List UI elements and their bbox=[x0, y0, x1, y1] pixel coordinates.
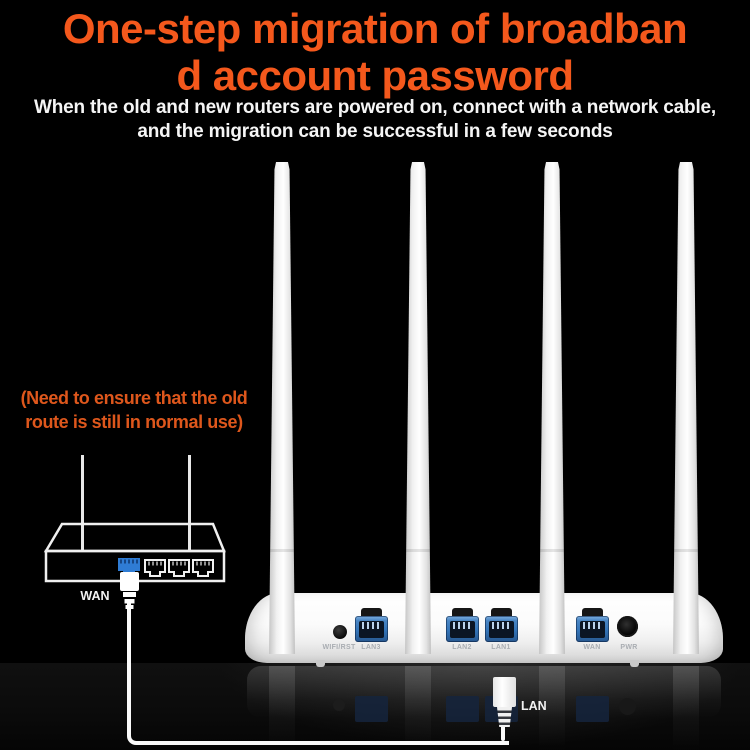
port-pins bbox=[362, 622, 382, 629]
wifi-rst-button bbox=[333, 625, 347, 639]
old-router-wan-port bbox=[118, 558, 140, 575]
note-line-2: route is still in normal use) bbox=[25, 412, 243, 432]
rear-label-lan3: LAN3 bbox=[361, 644, 381, 651]
power-jack bbox=[617, 616, 638, 637]
page-title: One-step migration of broadban d account… bbox=[0, 5, 750, 99]
antenna-joint bbox=[405, 549, 431, 552]
plug-ridge bbox=[124, 599, 135, 604]
port-clip bbox=[361, 608, 382, 617]
router-body bbox=[245, 593, 723, 663]
migration-cable bbox=[127, 601, 509, 745]
rear-label-button: WIFI/RST bbox=[322, 644, 356, 651]
note-line-1: (Need to ensure that the old bbox=[20, 388, 248, 408]
antenna-3 bbox=[539, 162, 565, 654]
lan-port-pins bbox=[148, 561, 162, 566]
router-foot bbox=[316, 660, 325, 667]
wan-port-pins bbox=[120, 559, 138, 564]
antenna-2 bbox=[405, 162, 431, 654]
migration-cable-end bbox=[501, 723, 505, 741]
port-pins bbox=[453, 622, 473, 629]
reflection-antenna bbox=[673, 666, 699, 750]
rear-label-lan2: LAN2 bbox=[452, 644, 472, 651]
rear-label-wan: WAN bbox=[583, 644, 601, 651]
lan-cable-plug-ridges bbox=[497, 707, 512, 727]
title-line-1: One-step migration of broadban bbox=[62, 5, 688, 52]
reflection-port bbox=[355, 696, 388, 722]
rear-label-lan1: LAN1 bbox=[491, 644, 511, 651]
plug-ridge bbox=[125, 605, 134, 609]
port-pins bbox=[583, 622, 603, 629]
lan-cable-plug bbox=[493, 677, 516, 707]
title-line-2: d account password bbox=[176, 52, 574, 99]
old-router-lan-port bbox=[192, 559, 214, 577]
port-pins bbox=[492, 622, 512, 629]
lan-port-pins bbox=[196, 561, 210, 566]
antenna-4 bbox=[673, 162, 699, 654]
old-router-illustration bbox=[43, 522, 226, 609]
old-router-lan-port bbox=[168, 559, 190, 577]
wan-cable-plug bbox=[120, 572, 139, 591]
antenna-1 bbox=[269, 162, 295, 654]
wan-port-label: WAN bbox=[80, 589, 110, 603]
old-router-note: (Need to ensure that the old route is st… bbox=[8, 386, 260, 434]
antenna-joint bbox=[269, 549, 295, 552]
reflection-antenna bbox=[269, 666, 295, 750]
rear-label-pwr: PWR bbox=[620, 644, 638, 651]
reflection-button bbox=[333, 699, 345, 711]
lan3-port bbox=[355, 608, 388, 642]
router-foot bbox=[630, 660, 639, 667]
lan2-port bbox=[446, 608, 479, 642]
reflection-power-jack bbox=[619, 698, 636, 715]
lan-port-pins bbox=[172, 561, 186, 566]
pointer-line-right bbox=[188, 455, 191, 552]
port-clip bbox=[582, 608, 603, 617]
lan-plug-label: LAN bbox=[521, 699, 547, 713]
reflection-port bbox=[576, 696, 609, 722]
subtitle: When the old and new routers are powered… bbox=[0, 96, 750, 144]
antenna-joint bbox=[539, 549, 565, 552]
wan-port bbox=[576, 608, 609, 642]
pointer-line-left bbox=[81, 455, 84, 552]
subtitle-line-1: When the old and new routers are powered… bbox=[34, 97, 716, 118]
port-clip bbox=[491, 608, 512, 617]
reflection-port bbox=[446, 696, 479, 722]
reflection-body bbox=[247, 666, 721, 718]
subtitle-line-2: and the migration can be successful in a… bbox=[137, 121, 613, 142]
plug-ridge bbox=[123, 592, 136, 597]
lan1-port bbox=[485, 608, 518, 642]
reflection-antenna bbox=[405, 666, 431, 750]
port-clip bbox=[452, 608, 473, 617]
reflection-antenna bbox=[539, 666, 565, 750]
old-router-top-face bbox=[43, 522, 226, 553]
antenna-joint bbox=[673, 549, 699, 552]
old-router-lan-port bbox=[144, 559, 166, 577]
